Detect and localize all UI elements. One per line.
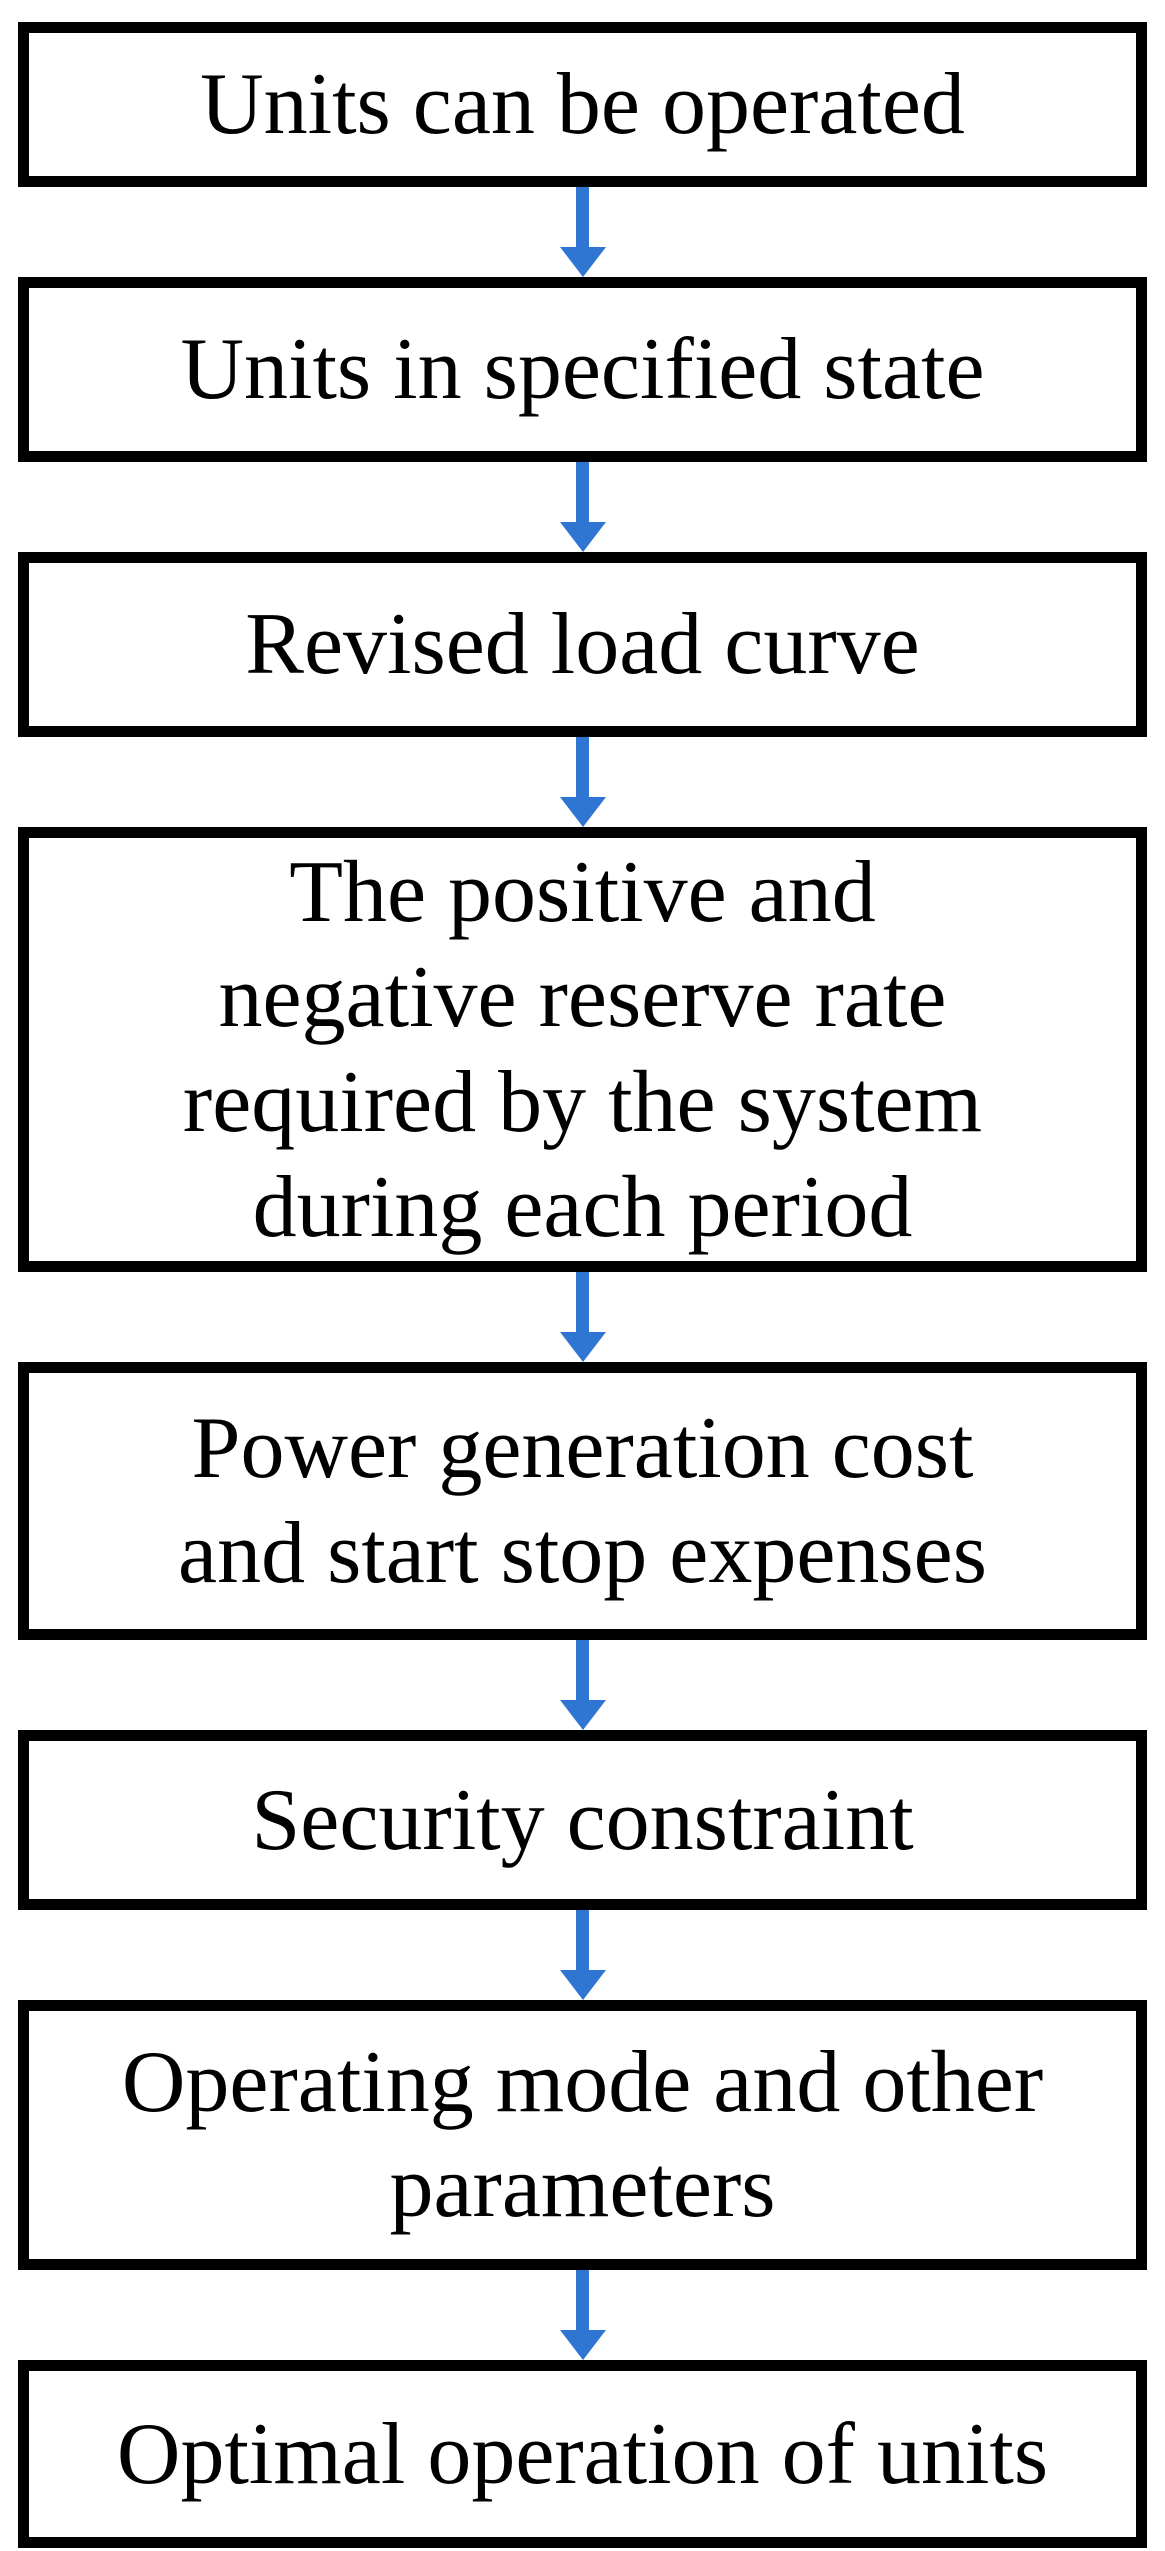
flow-box-operating-mode-and-parameters: Operating mode and other parameters [18, 2000, 1147, 2270]
arrow-head [559, 2330, 606, 2360]
arrow-down-icon [18, 1640, 1147, 1730]
arrow-shaft [576, 462, 589, 522]
flow-box-label: Optimal operation of units [116, 2405, 1049, 2503]
arrow-shaft [576, 2270, 589, 2330]
arrow-head [559, 247, 606, 277]
flow-box-label: Power generation cost and start stop exp… [178, 1400, 987, 1602]
arrow-down-icon [18, 737, 1147, 827]
arrow-head [559, 1970, 606, 2000]
arrow-head [559, 1700, 606, 1730]
flow-box-security-constraint: Security constraint [18, 1730, 1147, 1910]
arrow-down-icon [18, 1272, 1147, 1362]
arrow-shaft [576, 1640, 589, 1700]
flow-box-label: Security constraint [251, 1771, 914, 1869]
arrow-down-icon [18, 2270, 1147, 2360]
arrow-shaft [576, 1272, 589, 1332]
flow-box-units-can-be-operated: Units can be operated [18, 22, 1147, 187]
flow-box-label: Units in specified state [180, 321, 985, 418]
arrow-shaft [576, 737, 589, 797]
flow-box-positive-negative-reserve-rate: The positive and negative reserve rate r… [18, 827, 1147, 1272]
flow-box-label: Revised load curve [245, 596, 920, 693]
arrow-down-icon [18, 1910, 1147, 2000]
arrow-down-icon [18, 462, 1147, 552]
arrow-head [559, 1332, 606, 1362]
arrow-shaft [576, 187, 589, 247]
arrow-shaft [576, 1910, 589, 1970]
arrow-head [559, 797, 606, 827]
flow-box-label: Operating mode and other parameters [121, 2034, 1044, 2236]
arrow-down-icon [18, 187, 1147, 277]
flow-box-label: Units can be operated [200, 56, 965, 153]
flow-box-units-in-specified-state: Units in specified state [18, 277, 1147, 462]
flow-box-revised-load-curve: Revised load curve [18, 552, 1147, 737]
flow-box-optimal-operation-of-units: Optimal operation of units [18, 2360, 1147, 2548]
flow-box-power-generation-cost: Power generation cost and start stop exp… [18, 1362, 1147, 1640]
arrow-head [559, 522, 606, 552]
flow-box-label: The positive and negative reserve rate r… [182, 843, 983, 1256]
